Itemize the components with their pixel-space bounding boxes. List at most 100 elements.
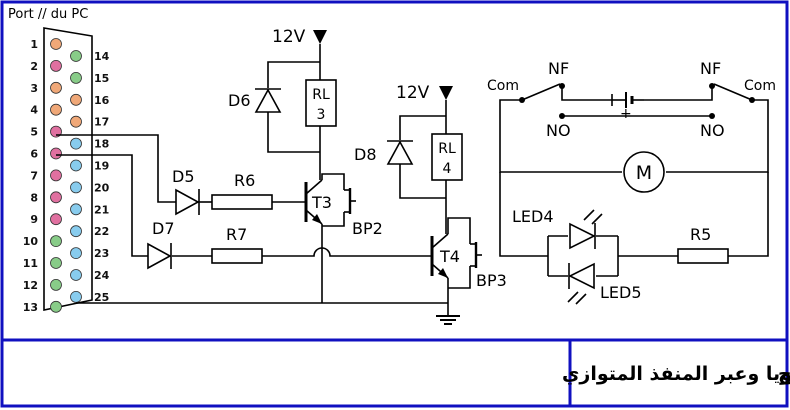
pin-label-10: 10 <box>23 235 39 248</box>
pushbutton-bp3 <box>470 242 482 268</box>
diode-d7 <box>147 242 172 270</box>
pin-label-18: 18 <box>94 138 109 151</box>
pin-label-21: 21 <box>94 203 109 216</box>
wire-d6-bottom <box>267 112 320 153</box>
label-bp2: BP2 <box>352 219 383 238</box>
pin-1 <box>50 38 62 50</box>
db25-connector <box>43 27 93 311</box>
pin-23 <box>70 247 82 260</box>
pin-11 <box>50 257 62 269</box>
diode-d6 <box>254 88 282 113</box>
wire-pin6 <box>56 154 148 257</box>
wire-d8-bottom <box>399 164 446 199</box>
relay-rl4 <box>431 133 463 181</box>
pin-14 <box>70 50 82 62</box>
pin-label-13: 13 <box>23 301 38 314</box>
label-led4: LED4 <box>512 207 554 226</box>
label-d6: D6 <box>228 91 251 110</box>
pin-label-12: 12 <box>23 279 38 292</box>
pin-label-22: 22 <box>94 225 109 238</box>
port-label: Port // du PC <box>8 7 88 22</box>
wire-r5-right <box>728 172 769 257</box>
pin-22 <box>70 225 82 238</box>
supply-arrow-b <box>439 86 453 100</box>
pin-21 <box>70 203 82 216</box>
pin-16 <box>70 93 82 106</box>
pin-label-7: 7 <box>30 169 38 182</box>
caption-title: الجزء 3: التحكم في باب المؤسسة يدويا وعب… <box>562 363 790 386</box>
label-d5: D5 <box>172 167 195 186</box>
label-r6: R6 <box>234 171 255 190</box>
pin-label-8: 8 <box>30 191 38 204</box>
pin-7 <box>50 169 62 182</box>
pin-label-23: 23 <box>94 247 109 260</box>
caption-subtitle: جرس المؤسسة المبرمج <box>778 363 790 385</box>
label-led5: LED5 <box>600 283 642 302</box>
relay-rl3 <box>305 79 337 127</box>
label-no-left: NO <box>546 121 571 140</box>
label-com-left: Com <box>487 78 519 94</box>
label-motor: M <box>636 162 652 184</box>
pin-label-25: 25 <box>94 291 109 304</box>
relay-contacts-left <box>519 83 565 119</box>
wire-com-right-motor <box>666 99 769 173</box>
pin-15 <box>70 72 82 84</box>
wire-bp3-top <box>447 217 471 244</box>
pin-10 <box>50 235 62 248</box>
transistor-t4 <box>430 233 449 279</box>
label-com-right: Com <box>744 78 776 94</box>
pin-label-9: 9 <box>30 213 38 226</box>
pin-label-5: 5 <box>30 126 38 139</box>
pin-label-17: 17 <box>94 116 109 129</box>
supply-arrow-a <box>313 30 327 44</box>
pin-9 <box>50 213 62 226</box>
pin-label-14: 14 <box>94 50 110 63</box>
label-rl4-a: RL <box>438 141 456 157</box>
label-rl3-b: 3 <box>317 107 326 123</box>
pin-12 <box>50 278 62 291</box>
wire-bp2-bottom <box>322 212 345 227</box>
wire-d8-top <box>399 115 446 140</box>
pin-17 <box>70 115 82 128</box>
pin-label-1: 1 <box>30 38 38 51</box>
ground-symbol <box>436 315 460 325</box>
pin-label-20: 20 <box>94 181 110 194</box>
resistor-r5 <box>677 248 729 264</box>
label-bp3: BP3 <box>476 271 507 290</box>
pin-label-11: 11 <box>23 257 38 270</box>
label-rl4-b: 4 <box>443 161 452 177</box>
pin-25 <box>70 290 82 303</box>
pin-label-24: 24 <box>94 269 110 282</box>
pin-19 <box>70 159 82 172</box>
pin-13 <box>50 300 62 313</box>
label-t4: T4 <box>439 247 460 266</box>
wire-com-left-motor <box>499 99 622 173</box>
label-battery-plus: + <box>620 106 632 122</box>
battery-symbol <box>611 92 644 108</box>
pushbutton-bp2 <box>344 188 356 214</box>
pin-8 <box>50 191 62 204</box>
wire-nf-right-battery <box>644 86 713 101</box>
label-rl3-a: RL <box>312 87 330 103</box>
wire-led-left <box>499 172 548 257</box>
label-d8: D8 <box>354 145 377 164</box>
pin-label-3: 3 <box>30 82 38 95</box>
pin-6 <box>50 147 62 160</box>
label-12v-b: 12V <box>396 83 430 103</box>
motor-symbol <box>623 151 665 193</box>
label-r7: R7 <box>226 225 247 244</box>
pin-3 <box>50 81 62 94</box>
wire-r7-t4 <box>262 247 432 257</box>
label-nf-right: NF <box>700 59 721 78</box>
pin-24 <box>70 269 82 281</box>
pin-label-2: 2 <box>30 60 38 73</box>
label-no-right: NO <box>700 121 725 140</box>
led4-symbol <box>569 209 603 250</box>
pin-2 <box>50 60 62 72</box>
label-t3: T3 <box>311 193 332 212</box>
label-nf-left: NF <box>548 59 569 78</box>
wire-bp2-top <box>321 173 345 190</box>
